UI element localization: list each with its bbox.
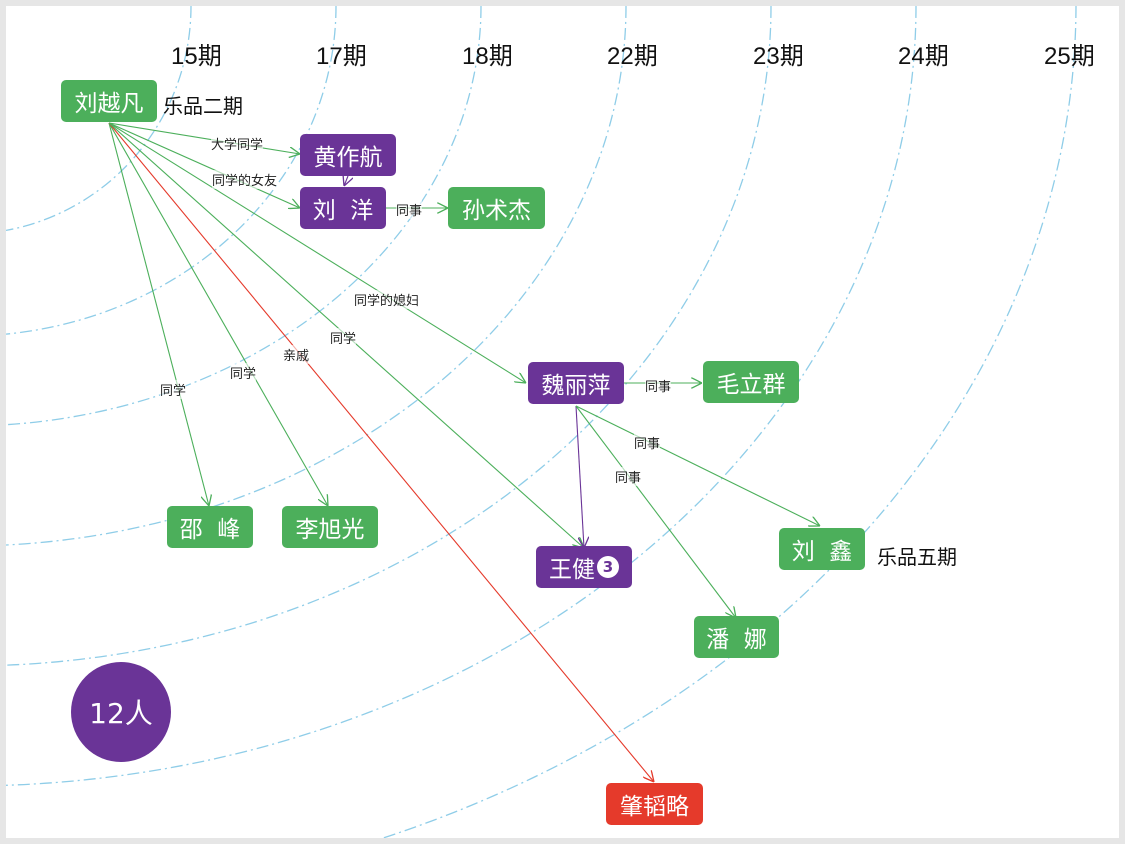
- edge-label: 大学同学: [211, 134, 264, 153]
- node-note: 乐品二期: [163, 94, 243, 118]
- period-label: 22期: [607, 43, 658, 70]
- edge-label: 同学: [230, 363, 257, 382]
- count-badge: 3: [597, 556, 619, 578]
- period-label: 17期: [316, 43, 367, 70]
- people-count-badge: 12人: [71, 662, 171, 762]
- node-sunshujie[interactable]: 孙术杰: [448, 187, 545, 229]
- node-huangzuohang[interactable]: 黄作航: [300, 134, 396, 176]
- edge-label: 同事: [396, 200, 423, 219]
- node-liuyang[interactable]: 刘 洋: [300, 187, 386, 229]
- node-weiliping[interactable]: 魏丽萍: [528, 362, 624, 404]
- edge: [344, 176, 348, 186]
- edge: [575, 405, 820, 526]
- node-note: 乐品五期: [877, 545, 957, 569]
- edge-label: 同事: [634, 433, 661, 452]
- diagram-canvas: [6, 6, 1077, 838]
- period-label: 25期: [1044, 43, 1095, 70]
- node-label: 王健: [549, 557, 595, 583]
- node-shaofeng[interactable]: 邵 峰: [167, 506, 253, 548]
- period-arc: [6, 6, 917, 786]
- edge: [108, 122, 300, 154]
- edge-label: 同事: [645, 376, 672, 395]
- edge-label: 同学: [160, 380, 187, 399]
- edge: [108, 122, 654, 782]
- edge: [108, 122, 300, 208]
- period-label: 24期: [898, 43, 949, 70]
- node-lixuguang[interactable]: 李旭光: [282, 506, 378, 548]
- edge: [108, 122, 209, 506]
- edge: [575, 405, 584, 548]
- period-label: 15期: [171, 43, 222, 70]
- period-label: 18期: [462, 43, 513, 70]
- node-panna[interactable]: 潘 娜: [694, 616, 779, 658]
- edge: [108, 122, 526, 383]
- edge-label: 亲戚: [283, 345, 310, 364]
- edge-label: 同学: [330, 328, 357, 347]
- period-arc: [6, 6, 772, 666]
- edge-label: 同学的媳妇: [354, 290, 420, 309]
- period-arc: [6, 6, 627, 546]
- node-liuyuefan[interactable]: 刘越凡: [61, 80, 157, 122]
- period-arc: [382, 6, 1077, 838]
- edge: [108, 122, 328, 506]
- node-maoliqun[interactable]: 毛立群: [703, 361, 799, 403]
- edge: [575, 405, 736, 618]
- period-arc: [6, 6, 482, 426]
- period-label: 23期: [753, 43, 804, 70]
- edge-label: 同事: [615, 467, 642, 486]
- period-arc: [6, 6, 337, 335]
- relationship-diagram: 15期 17期 18期 22期 23期 24期 25期 大学同学 同学的女友 同…: [6, 6, 1119, 838]
- edge-label: 同学的女友: [212, 170, 278, 189]
- node-liuxin[interactable]: 刘 鑫: [779, 528, 865, 570]
- period-arc: [6, 6, 192, 232]
- node-zhaotaolue[interactable]: 肇韬略: [606, 783, 703, 825]
